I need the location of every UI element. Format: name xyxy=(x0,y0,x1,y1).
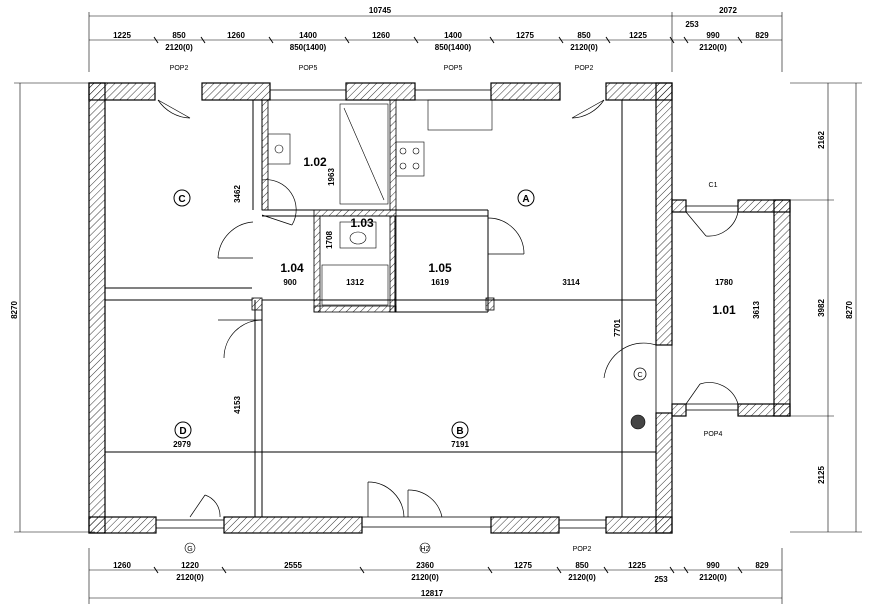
zone-letter: D xyxy=(179,426,186,437)
zone-letter: C xyxy=(637,372,642,379)
stove-icon xyxy=(395,141,425,177)
dim-right: 2162 xyxy=(817,131,826,149)
fixtures xyxy=(267,99,646,430)
door-tag: POP2 xyxy=(573,546,592,553)
dim-interior: 4153 xyxy=(233,396,242,414)
dim-interior: 3114 xyxy=(562,278,580,287)
dim-interior: 1619 xyxy=(431,278,449,287)
dim-top: 990 xyxy=(706,31,720,40)
door-tag: POP2 xyxy=(575,65,594,72)
dim-top: 850 xyxy=(172,31,186,40)
dim-interior: 900 xyxy=(283,278,297,287)
dim-top: 1275 xyxy=(516,31,534,40)
shower-icon xyxy=(339,103,389,205)
zone-letter: A xyxy=(522,194,529,205)
door-tag: POP5 xyxy=(444,65,463,72)
outer-walls xyxy=(88,82,791,534)
bathroom-walls xyxy=(251,99,495,313)
door-tag: POP5 xyxy=(299,65,318,72)
door-tag: G xyxy=(187,546,192,553)
dim-interior: 3613 xyxy=(752,301,761,319)
door-tag: C1 xyxy=(709,182,718,189)
dim-interior: 1963 xyxy=(327,168,336,186)
dim-top-sub: 850(1400) xyxy=(290,43,327,52)
dim-right: 3982 xyxy=(817,299,826,317)
dim-bottom: 2360 xyxy=(416,561,434,570)
room-labels: 1.02 1.03 1.04 1.05 1.01 xyxy=(280,155,736,317)
dim-top: 1260 xyxy=(372,31,390,40)
dimension-lines xyxy=(14,12,862,604)
dim-right-total: 8270 xyxy=(845,301,854,319)
dim-top-sub: 2120(0) xyxy=(165,43,193,52)
sink-icon xyxy=(267,133,291,165)
column-icon xyxy=(630,414,646,430)
zone-markers: C A D B C xyxy=(173,189,647,439)
dim-top: 829 xyxy=(755,31,769,40)
dim-bottom: 1260 xyxy=(113,561,131,570)
zone-letter: C xyxy=(178,194,185,205)
room-number: 1.01 xyxy=(712,303,736,317)
dim-top-sub: 850(1400) xyxy=(435,43,472,52)
dim-bottom-sub: 2120(0) xyxy=(176,573,204,582)
toilet-icon xyxy=(339,221,377,249)
dim-right: 2125 xyxy=(817,466,826,484)
dim-top: 1225 xyxy=(113,31,131,40)
dim-top: 1400 xyxy=(444,31,462,40)
dim-interior: 2979 xyxy=(173,440,191,449)
room-number: 1.03 xyxy=(350,216,374,230)
dim-top-sub: 2120(0) xyxy=(570,43,598,52)
windows xyxy=(155,89,739,529)
dim-interior: 1708 xyxy=(325,231,334,249)
door-tag: POP4 xyxy=(704,431,723,438)
door-tag: H2 xyxy=(421,546,430,553)
dim-bottom: 2555 xyxy=(284,561,302,570)
dim-bottom: 850 xyxy=(575,561,589,570)
dim-top: 1225 xyxy=(629,31,647,40)
room-number: 1.04 xyxy=(280,261,304,275)
dim-bottom-total: 12817 xyxy=(421,589,444,598)
dim-top: 850 xyxy=(577,31,591,40)
dim-bottom-sub: 2120(0) xyxy=(568,573,596,582)
dim-top-total: 10745 xyxy=(369,6,392,15)
dim-interior: 1312 xyxy=(346,278,364,287)
door-tags: POP2 POP5 POP5 POP2 C1 POP4 G H2 POP2 xyxy=(170,65,723,554)
dim-bottom: 829 xyxy=(755,561,769,570)
dim-bottom: 1220 xyxy=(181,561,199,570)
dim-interior: 7191 xyxy=(451,440,469,449)
dim-bottom: 990 xyxy=(706,561,720,570)
dim-bottom-sub: 2120(0) xyxy=(699,573,727,582)
interior-dimensions: 3462 1963 1708 900 1312 1619 3114 1780 3… xyxy=(173,168,761,449)
room-number: 1.05 xyxy=(428,261,452,275)
dim-top: 1260 xyxy=(227,31,245,40)
dim-interior: 7701 xyxy=(613,319,622,337)
room-number: 1.02 xyxy=(303,155,327,169)
dim-left-total: 8270 xyxy=(10,301,19,319)
dim-bottom: 253 xyxy=(654,575,668,584)
dim-top: 253 xyxy=(685,20,699,29)
dim-top-right-total: 2072 xyxy=(719,6,737,15)
interior-walls xyxy=(105,100,656,517)
dimension-labels: 10745 2072 1225 850 1260 1400 1260 1400 … xyxy=(10,6,854,598)
zone-letter: B xyxy=(456,426,463,437)
dim-bottom: 1225 xyxy=(628,561,646,570)
dim-bottom-sub: 2120(0) xyxy=(411,573,439,582)
dim-interior: 3462 xyxy=(233,185,242,203)
dim-interior: 1780 xyxy=(715,278,733,287)
dim-bottom: 1275 xyxy=(514,561,532,570)
dim-top: 1400 xyxy=(299,31,317,40)
door-tag: POP2 xyxy=(170,65,189,72)
door-swings xyxy=(157,99,739,518)
dim-top-sub: 2120(0) xyxy=(699,43,727,52)
